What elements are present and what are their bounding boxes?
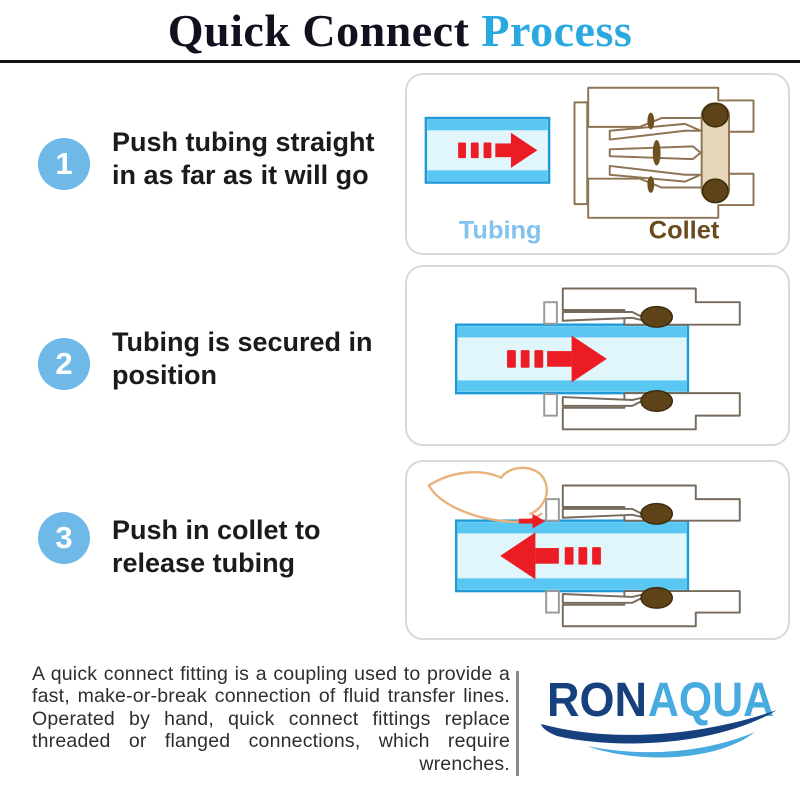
step-2-line-2: position [112, 360, 217, 390]
title-underline [0, 60, 800, 63]
step-1-diagram-panel: Tubing Collet [405, 73, 790, 255]
step-3-instruction: Push in collet to release tubing [112, 514, 404, 580]
o-ring-bottom [640, 389, 674, 412]
arrow-right-icon [458, 132, 538, 168]
step-3-line-2: release tubing [112, 548, 296, 578]
title-accent: Process [481, 5, 633, 56]
finger-press-illustration [427, 466, 548, 524]
collet-tab-bottom [545, 590, 560, 614]
step-3-number: 3 [55, 520, 73, 555]
title-main: Quick Connect [167, 5, 470, 56]
step-2-instruction: Tubing is secured in position [112, 326, 404, 392]
step-2-number-badge: 2 [38, 338, 90, 390]
arrow-right-icon [507, 335, 607, 383]
description-text: A quick connect fitting is a coupling us… [32, 663, 510, 775]
step-3-diagram-panel [405, 460, 790, 640]
collet-tab-top [543, 301, 558, 325]
collet-fingers [573, 101, 702, 206]
step-3-line-1: Push in collet to [112, 515, 321, 545]
step-1-diagram: Tubing Collet [424, 86, 755, 244]
tubing-label: Tubing [459, 216, 542, 244]
fitting-cross-section [573, 86, 755, 219]
step-2-diagram-panel [405, 265, 790, 446]
step-3-diagram [427, 466, 741, 628]
tubing-cross-section [454, 519, 690, 593]
fitting-body-top [561, 484, 741, 522]
brand-logo: RON AQUA [527, 666, 789, 776]
o-ring-top [640, 502, 674, 525]
fitting-cross-section [543, 287, 741, 431]
collet-label: Collet [649, 216, 720, 244]
step-3-number-badge: 3 [38, 512, 90, 564]
step-1-line-1: Push tubing straight [112, 127, 375, 157]
push-arrow-icon [518, 513, 546, 529]
brand-logo-graphic: RON AQUA [541, 674, 777, 758]
o-ring-top [640, 305, 674, 328]
logo-wave-light [587, 732, 755, 758]
collet-tab-top [545, 498, 560, 522]
fitting-body-bottom [561, 590, 741, 628]
step-1-number: 1 [55, 146, 73, 181]
step-1-line-2: in as far as it will go [112, 160, 369, 190]
step-1-number-badge: 1 [38, 138, 90, 190]
page-title: Quick Connect Process [0, 4, 800, 57]
step-2-line-1: Tubing is secured in [112, 327, 373, 357]
o-ring [700, 102, 731, 204]
logo-text-ron: RON [547, 674, 647, 727]
arrow-left-icon [500, 532, 601, 580]
step-1-instruction: Push tubing straight in as far as it wil… [112, 126, 404, 192]
step-2-diagram [454, 287, 741, 431]
logo-wave-dark [541, 710, 777, 744]
fitting-cross-section [545, 484, 741, 628]
step-2-number: 2 [55, 346, 73, 381]
collet-tab-bottom [543, 393, 558, 417]
footer-divider [516, 671, 519, 776]
o-ring-bottom [640, 586, 674, 609]
